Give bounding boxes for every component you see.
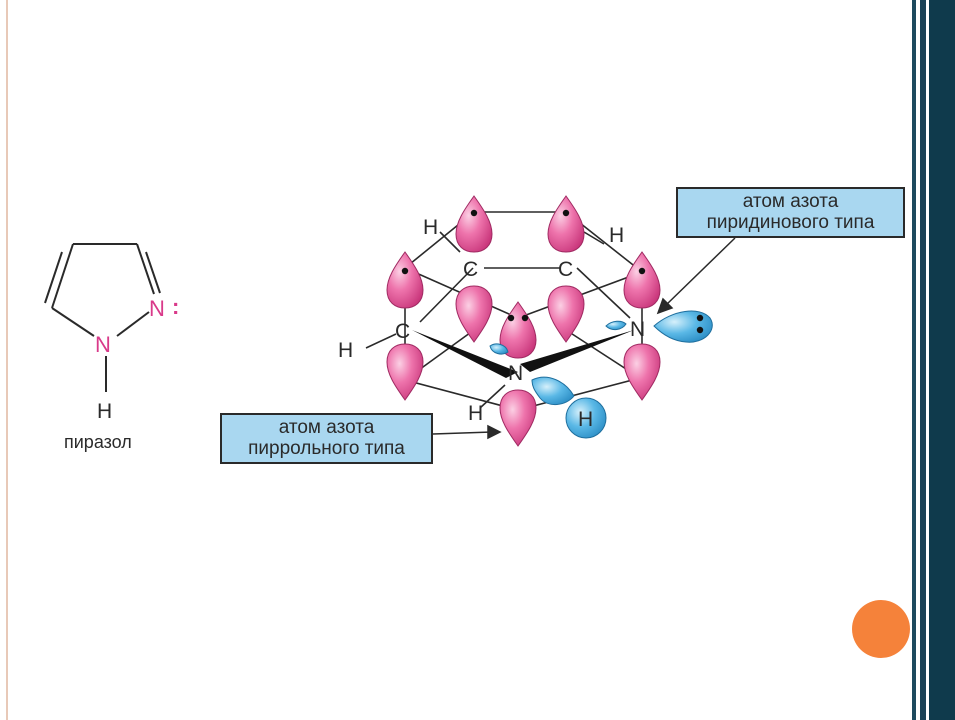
atom-c: C [395, 320, 410, 343]
callout-arrows [432, 237, 736, 440]
pyrazole-h: H [97, 400, 112, 423]
orbital-frame [365, 211, 643, 411]
callout-line: пиридинового типа [706, 212, 875, 233]
atom-h: H [423, 216, 438, 239]
lone-pair: : [172, 294, 179, 319]
lone-pair-orbital [653, 310, 713, 343]
p-electrons [401, 209, 646, 322]
atom-h: H [609, 224, 624, 247]
n-h-bond-orbital [531, 376, 575, 405]
right-frame-stripe [912, 0, 916, 720]
accent-dot [852, 600, 910, 658]
callout-pyrrole-nitrogen: атом азота пиррольного типа [220, 413, 433, 464]
pyrazole-n2: N [149, 296, 165, 321]
wedge-bond [520, 330, 634, 372]
hydrogen-s-orbital [565, 397, 607, 439]
atom-h: H [578, 408, 593, 431]
atom-c: C [463, 258, 478, 281]
pyrazole-n1: N [95, 332, 111, 357]
p-orbital-lobe [455, 285, 493, 343]
right-frame-stripe [920, 0, 926, 720]
callout-line: атом азота [278, 417, 375, 438]
lone-pair-electrons [696, 314, 704, 334]
structure-caption: пиразол [64, 432, 132, 452]
p-orbital-lobe [455, 195, 493, 253]
p-orbital-lobe [547, 285, 585, 343]
p-orbital-lobe [623, 343, 661, 401]
left-border [6, 0, 8, 720]
atom-h: H [338, 339, 353, 362]
p-orbital-lobe [386, 343, 424, 401]
callout-line: пиррольного типа [248, 438, 405, 459]
callout-pyridine-nitrogen: атом азота пиридинового типа [676, 187, 905, 238]
right-frame-gap [916, 0, 920, 720]
atom-h: H [468, 402, 483, 425]
wedge-bond [412, 330, 518, 378]
sp2-small-lobe [489, 343, 509, 355]
atom-n-pyridine: N [630, 318, 645, 341]
p-orbital-lobe [547, 195, 585, 253]
right-frame-band [929, 0, 955, 720]
sp2-small-lobe [605, 320, 627, 331]
right-frame-gap [926, 0, 929, 720]
atom-c: C [558, 258, 573, 281]
p-orbital-lobe [623, 251, 661, 309]
p-orbital-lobe [499, 389, 537, 447]
pyrazole-structure [44, 243, 161, 392]
atom-n-pyrrole: N [508, 362, 523, 385]
p-orbital-lobe [386, 251, 424, 309]
callout-line: атом азота [742, 191, 839, 212]
